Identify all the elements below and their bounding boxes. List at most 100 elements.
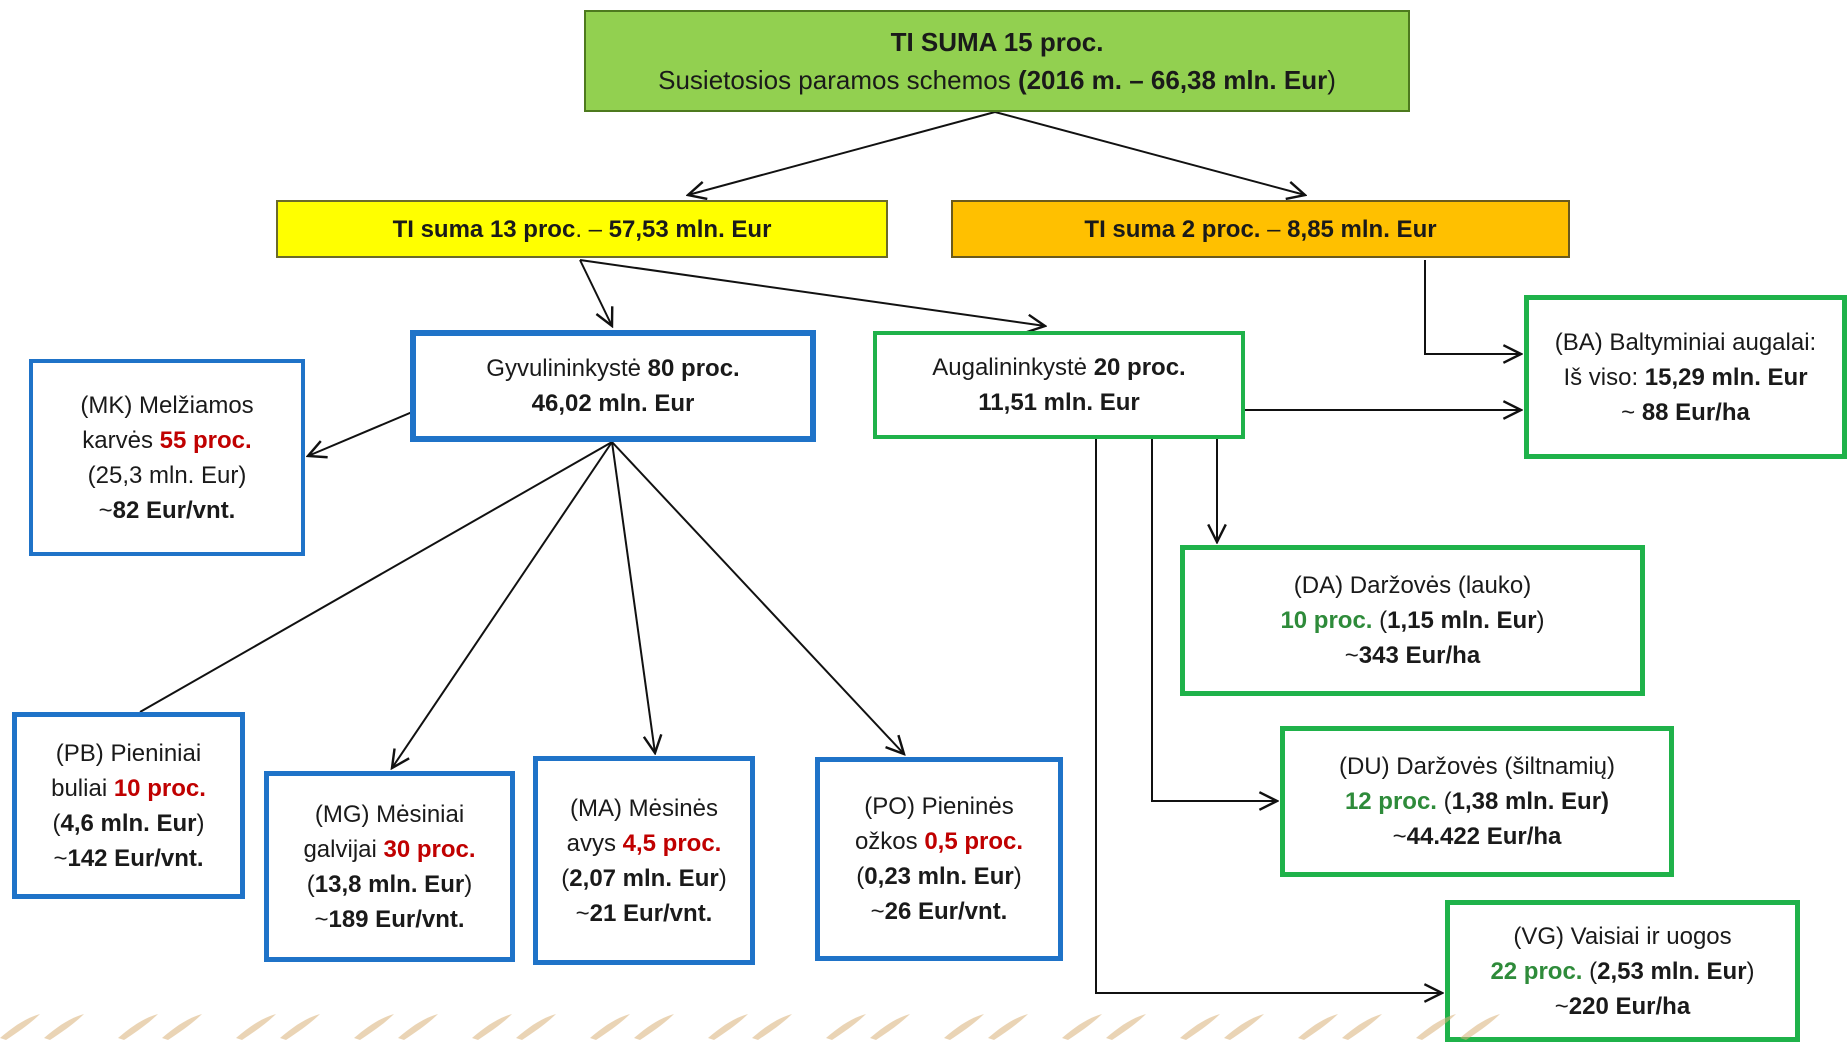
- gyv-name: Gyvulininkystė: [486, 355, 648, 382]
- wheat-leaf-icon: [236, 1014, 276, 1040]
- node-pb-pieniniai-buliai: (PB) Pieniniai buliai 10 proc. (4,6 mln.…: [12, 712, 245, 899]
- du-amount: 1,38 mln. Eur): [1451, 788, 1610, 815]
- root-title: TI SUMA 15 proc.: [890, 27, 1104, 57]
- node-ti-suma-2: TI suma 2 proc. – 8,85 mln. Eur: [951, 200, 1570, 258]
- du-title: (DU) Daržovės (šiltnamių): [1338, 753, 1616, 780]
- wheat-leaf-icon: [1460, 1014, 1500, 1040]
- da-percent: 10 proc.: [1280, 607, 1373, 634]
- ba-rate: 88 Eur/ha: [1641, 398, 1750, 426]
- pb-amount: 4,6 mln. Eur: [60, 809, 197, 837]
- ma-paren-close: ): [718, 864, 727, 892]
- node-po-pienines-ozkos: (PO) Pieninės ožkos 0,5 proc. (0,23 mln.…: [815, 757, 1063, 961]
- node-du-darzoves-siltnamiu: (DU) Daržovės (šiltnamių) 12 proc. (1,38…: [1280, 726, 1674, 877]
- mg-paren-close: ): [464, 870, 473, 898]
- gyv-percent: 80 proc.: [647, 355, 740, 382]
- wheat-leaf-icon: [752, 1014, 792, 1040]
- wheat-leaf-icon: [1224, 1014, 1264, 1040]
- arrow-aug-to-du: [1151, 439, 1277, 801]
- mg-amount: 13,8 mln. Eur: [314, 870, 465, 898]
- ba-title: (BA) Baltyminiai augalai:: [1554, 328, 1817, 356]
- node-da-darzoves-lauko: (DA) Daržovės (lauko) 10 proc. (1,15 mln…: [1180, 545, 1645, 696]
- da-title: (DA) Daržovės (lauko): [1293, 572, 1532, 599]
- mk-tilde: ~: [98, 496, 113, 524]
- arrow-root-to-2: [994, 111, 1305, 195]
- arrow-gyv-to-po: [611, 441, 904, 754]
- arrow-aug-to-vg: [1095, 409, 1442, 993]
- du-rate: 44.422 Eur/ha: [1406, 823, 1562, 850]
- mg-rate: 189 Eur/vnt.: [328, 905, 465, 933]
- ma-amount: 2,07 mln. Eur: [569, 864, 719, 892]
- po-title: (PO) Pieninės: [864, 793, 1014, 820]
- du-paren-open: (: [1436, 788, 1452, 815]
- aug-name: Augalininkystė: [932, 354, 1094, 381]
- wheat-leaf-icon: [1180, 1014, 1220, 1040]
- po-paren-close: ): [1013, 863, 1022, 890]
- da-amount: 1,15 mln. Eur: [1387, 607, 1537, 634]
- po-tilde: ~: [870, 898, 885, 925]
- node-2-amount: 8,85 mln. Eur: [1287, 215, 1437, 243]
- mg-title-cont: galvijai: [303, 835, 384, 863]
- vg-tilde: ~: [1554, 992, 1569, 1020]
- root-paren: ): [1327, 65, 1336, 95]
- line-gyv-to-pb: [139, 441, 613, 713]
- po-rate: 26 Eur/vnt.: [884, 898, 1008, 925]
- ba-amount: 15,29 mln. Eur: [1644, 363, 1808, 391]
- wheat-leaf-icon: [516, 1014, 556, 1040]
- wheat-leaf-icon: [0, 1014, 40, 1040]
- vg-rate: 220 Eur/ha: [1568, 992, 1691, 1020]
- pb-title-cont: buliai: [51, 774, 114, 802]
- mk-percent: 55 proc.: [159, 426, 252, 454]
- po-title-cont: ožkos: [854, 828, 925, 855]
- arrow-13-to-aug: [579, 259, 1045, 326]
- pb-paren-open: (: [52, 809, 61, 837]
- node-13-label: TI suma 13 proc: [392, 215, 576, 243]
- pb-rate: 142 Eur/vnt.: [67, 844, 204, 872]
- po-paren-open: (: [856, 863, 865, 890]
- mg-title: (MG) Mėsiniai: [314, 800, 465, 828]
- wheat-leaf-icon: [826, 1014, 866, 1040]
- wheat-leaf-icon: [280, 1014, 320, 1040]
- pb-tilde: ~: [53, 844, 68, 872]
- pb-percent: 10 proc.: [113, 774, 206, 802]
- decorative-wheat-border: [0, 1014, 1500, 1040]
- ba-total-label: Iš viso:: [1563, 363, 1645, 391]
- arrow-root-to-13: [688, 111, 996, 195]
- node-13-amount: 57,53 mln. Eur: [608, 215, 772, 243]
- wheat-leaf-icon: [398, 1014, 438, 1040]
- wheat-leaf-icon: [944, 1014, 984, 1040]
- du-tilde: ~: [1392, 823, 1407, 850]
- da-paren-close: ): [1536, 607, 1545, 634]
- wheat-leaf-icon: [988, 1014, 1028, 1040]
- da-rate: 343 Eur/ha: [1358, 642, 1481, 669]
- wheat-leaf-icon: [1062, 1014, 1102, 1040]
- vg-title: (VG) Vaisiai ir uogos: [1513, 922, 1732, 950]
- arrow-gyv-to-ma: [611, 441, 655, 753]
- wheat-leaf-icon: [44, 1014, 84, 1040]
- vg-amount: 2,53 mln. Eur: [1597, 957, 1747, 985]
- node-augalininkyste: Augalininkystė 20 proc. 11,51 mln. Eur: [873, 331, 1245, 439]
- wheat-leaf-icon: [472, 1014, 512, 1040]
- wheat-leaf-icon: [354, 1014, 394, 1040]
- node-ba-baltyminiai-augalai: (BA) Baltyminiai augalai: Iš viso: 15,29…: [1524, 295, 1847, 459]
- node-13-dash: . –: [575, 215, 609, 243]
- ma-tilde: ~: [575, 899, 590, 927]
- pb-paren-close: ): [196, 809, 205, 837]
- wheat-leaf-icon: [1416, 1014, 1456, 1040]
- mk-rate: 82 Eur/vnt.: [112, 496, 236, 524]
- arrow-gyv-to-mg: [392, 441, 613, 768]
- da-paren-open: (: [1372, 607, 1388, 634]
- aug-amount: 11,51 mln. Eur: [978, 389, 1140, 416]
- vg-paren-close: ): [1746, 957, 1755, 985]
- arrow-2-to-ba: [1424, 260, 1521, 354]
- wheat-leaf-icon: [1298, 1014, 1338, 1040]
- po-percent: 0,5 proc.: [924, 828, 1024, 855]
- ma-title-cont: avys: [566, 829, 623, 857]
- node-2-dash: –: [1260, 215, 1288, 243]
- ba-tilde: ~: [1621, 398, 1642, 426]
- wheat-leaf-icon: [590, 1014, 630, 1040]
- po-amount: 0,23 mln. Eur: [864, 863, 1014, 890]
- node-ma-mesines-avys: (MA) Mėsinės avys 4,5 proc. (2,07 mln. E…: [533, 756, 755, 965]
- gyv-amount: 46,02 mln. Eur: [531, 390, 695, 417]
- vg-percent: 22 proc.: [1490, 957, 1583, 985]
